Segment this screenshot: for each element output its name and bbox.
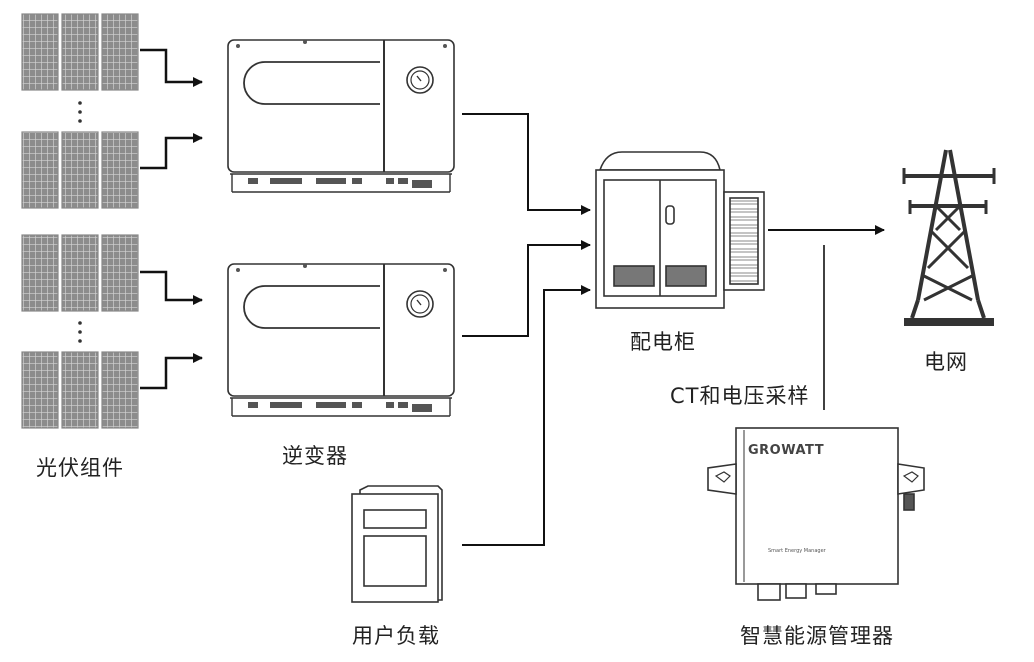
- user-load-label: 用户负载: [352, 624, 440, 648]
- distribution-cabinet-label: 配电柜: [630, 330, 696, 354]
- inverter-label: 逆变器: [282, 444, 348, 468]
- ellipsis-dots-icon: [78, 101, 82, 343]
- pv-array-4-icon: [21, 351, 139, 429]
- user-load-meter-icon: [351, 485, 443, 603]
- inverter-1-icon: [227, 39, 455, 193]
- pv-array-3-icon: [21, 234, 139, 312]
- smart-energy-manager-icon: [707, 427, 925, 601]
- to-cabinet-arrows: [462, 113, 591, 546]
- smart-energy-manager-label: 智慧能源管理器: [740, 624, 894, 648]
- distribution-cabinet-icon: [595, 151, 765, 309]
- manager-brand-logo: GROWATT: [748, 443, 824, 458]
- pv-to-inverter-arrows: [140, 48, 203, 390]
- pv-array-2-icon: [21, 131, 139, 209]
- pv-array-1-icon: [21, 13, 139, 91]
- ct-voltage-sampling-label: CT和电压采样: [670, 384, 810, 408]
- inverter-2-icon: [227, 263, 455, 417]
- grid-label: 电网: [924, 350, 968, 374]
- pv-modules-label: 光伏组件: [36, 456, 124, 480]
- manager-caption-text: Smart Energy Manager: [768, 548, 827, 554]
- transmission-tower-icon: [902, 149, 996, 326]
